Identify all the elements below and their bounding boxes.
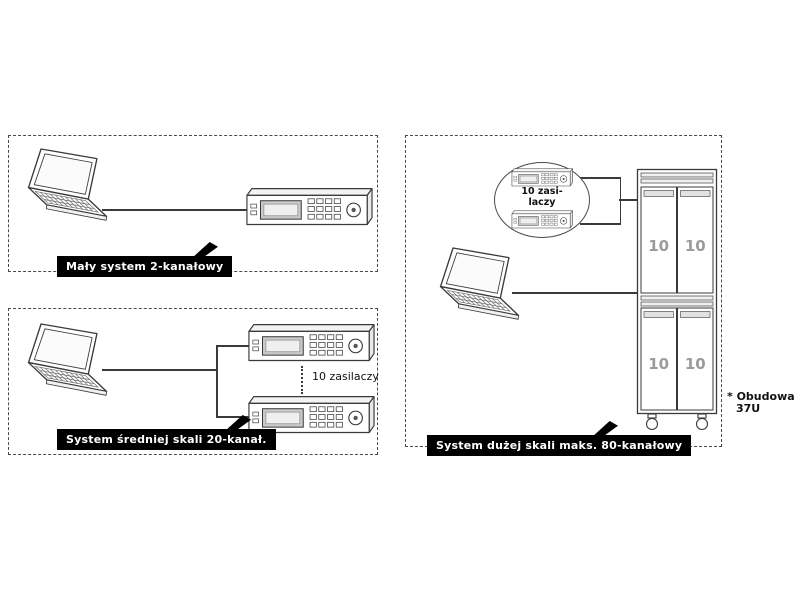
rack-module-handles	[643, 190, 711, 318]
connector-line	[216, 345, 218, 418]
connector-line	[216, 416, 249, 418]
laptop-icon	[16, 143, 122, 235]
rack-wheels	[645, 413, 709, 431]
power-supply-icon	[245, 187, 373, 229]
medium-system-box	[8, 308, 378, 455]
supplies-count-note: 10 zasilaczy	[312, 370, 379, 383]
rack-module-label: 10	[685, 237, 706, 255]
connector-line	[580, 177, 621, 179]
small-system-label: Mały system 2-kanałowy	[57, 256, 233, 277]
connector-line	[619, 199, 638, 201]
laptop-icon	[16, 318, 122, 410]
enclosure-note-line2: 37U	[736, 402, 761, 415]
rack-module-label: 10	[648, 237, 669, 255]
connector-line	[102, 369, 218, 371]
rack-modules	[640, 186, 714, 411]
connector-line	[580, 223, 621, 225]
callout-note-line2: laczy	[528, 197, 556, 208]
medium-system-label: System średniej skali 20-kanał.	[57, 429, 276, 450]
power-supply-icon	[511, 168, 573, 188]
rack-vents	[640, 172, 714, 307]
ellipsis-dots-icon	[301, 366, 303, 394]
rack-module-label: 10	[685, 355, 706, 373]
rack-cabinet-icon: 10 10 10 10	[636, 168, 718, 431]
callout-note-line1: 10 zasi-	[521, 186, 563, 197]
enclosure-note-line1: * Obudowa	[727, 390, 795, 403]
rack-module-label: 10	[648, 355, 669, 373]
connector-line	[512, 292, 638, 294]
large-system-label: System dużej skali maks. 80-kanałowy	[427, 435, 692, 456]
power-supply-icon	[511, 210, 573, 230]
connector-line	[619, 177, 621, 224]
enclosure-note: * Obudowa 37U	[727, 391, 795, 415]
laptop-icon	[428, 242, 534, 334]
connector-line	[216, 345, 249, 347]
power-supply-icon	[247, 323, 375, 365]
connector-line	[102, 209, 247, 211]
